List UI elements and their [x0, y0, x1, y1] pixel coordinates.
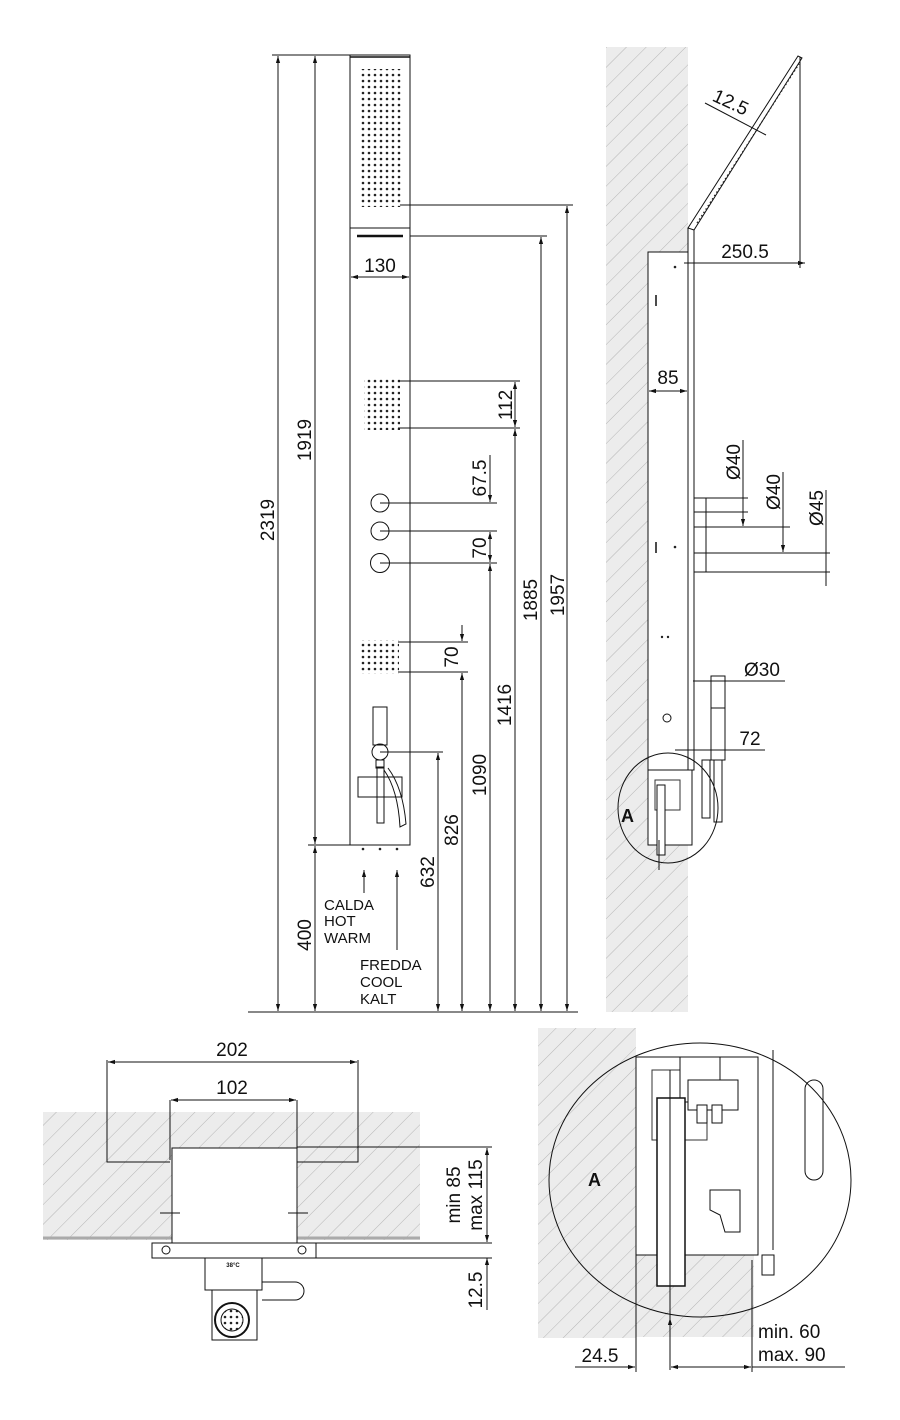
hand-shower: [357, 706, 407, 828]
shower-head-side: [687, 55, 803, 231]
wall-section-detail: [538, 1028, 636, 1338]
thermostat-body: [204, 1257, 263, 1291]
dim-floor-to-panel: 400: [295, 919, 316, 951]
dim-head-thickness: 12.5: [709, 86, 751, 121]
cover-plate: [151, 1242, 317, 1259]
body-jet-holes: [364, 379, 400, 430]
detail-circle: [548, 1042, 852, 1318]
cold-label-de: KALT: [360, 991, 396, 1008]
dim-diameter-1: Ø40: [724, 444, 745, 480]
dim-outer-width: 202: [216, 1040, 248, 1061]
dim-head-projection: 250.5: [721, 242, 769, 263]
dim-min: min. 60: [758, 1322, 820, 1343]
dim-panel-depth: 85: [657, 368, 678, 389]
hot-label-de: WARM: [324, 930, 371, 947]
dim-recess-min: min 85: [444, 1166, 465, 1223]
plan-view: 202 102 38°C min 85 max 115 12.5: [43, 1040, 492, 1341]
panel-body: [647, 251, 689, 771]
hand-shower-side: [701, 675, 726, 823]
mixer-spindle: [656, 1097, 686, 1287]
dim-head-bottom: 1885: [521, 579, 542, 621]
dim-total-height: 2319: [258, 499, 279, 541]
dim-knob-spacing-1: 67.5: [470, 460, 491, 497]
hot-label-it: CALDA: [324, 897, 374, 914]
dim-panel-height: 1919: [295, 419, 316, 461]
dim-body-jet-height: 112: [496, 390, 517, 420]
dim-lower-jet-height: 70: [442, 646, 463, 667]
panel-front: [687, 227, 695, 771]
dim-diameter-2: Ø40: [764, 474, 785, 510]
dim-plate-thickness: 12.5: [466, 1272, 487, 1309]
cold-label-it: FREDDA: [360, 957, 422, 974]
cold-label-en: COOL: [360, 974, 403, 991]
dim-panel-width: 130: [364, 256, 396, 277]
dim-max: max. 90: [758, 1345, 826, 1366]
dim-hand-offset: 72: [739, 729, 760, 750]
dim-hand-shower-pos: 632: [418, 856, 439, 888]
detail-circle-a: [617, 752, 719, 864]
dim-body-jet-pos: 1416: [495, 684, 516, 726]
mixer-recess: [171, 1147, 298, 1244]
mixer-handle: [262, 1281, 305, 1301]
dim-inner-width: 102: [216, 1078, 248, 1099]
outlet-pipes: [694, 497, 830, 573]
hot-label-en: HOT: [324, 913, 356, 930]
side-view: 12.5 250.5 85 Ø40 Ø40 Ø45: [606, 47, 830, 1012]
dim-hand-diameter: Ø30: [744, 660, 780, 681]
dim-knob-pos: 1090: [470, 754, 491, 796]
dim-diameter-3: Ø45: [807, 490, 828, 526]
dim-lower-jet-pos: 826: [442, 814, 463, 846]
shower-panel: [349, 54, 411, 846]
dim-knob-spacing-2: 70: [470, 537, 491, 558]
front-view: 130 112 67.5 70 70: [248, 54, 578, 1013]
thermostat-temp-label: 38°C: [226, 1263, 240, 1269]
head-spray-holes: [360, 69, 402, 207]
detail-a-view: 24.5 min. 60 max. 90 A: [538, 1028, 852, 1372]
lower-jet-holes: [361, 640, 399, 674]
detail-marker-a: A: [621, 806, 634, 826]
dim-head-height: 1957: [548, 574, 569, 616]
dim-recess-max: max 115: [466, 1159, 487, 1230]
dim-offset: 24.5: [582, 1346, 619, 1367]
detail-label-a: A: [588, 1170, 601, 1190]
